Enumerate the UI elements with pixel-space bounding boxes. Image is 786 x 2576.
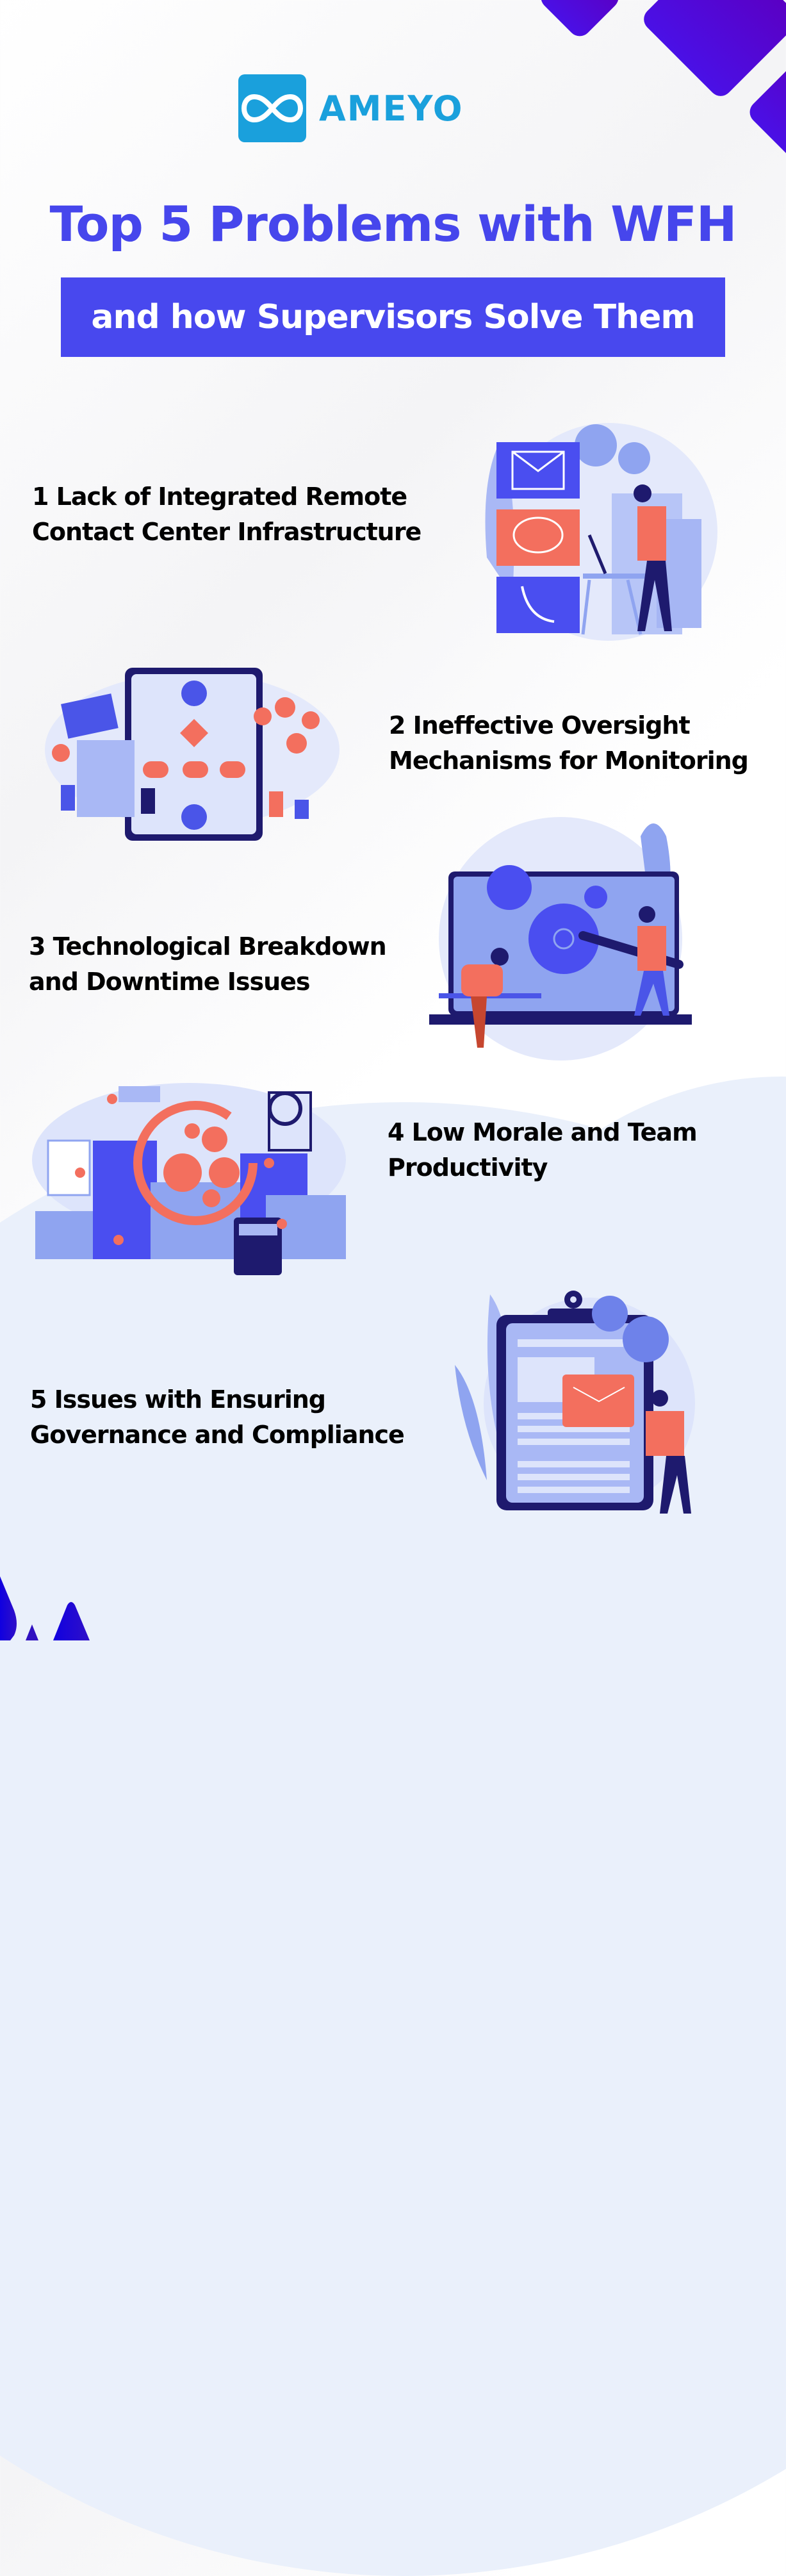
- problem-5-line2: Governance and Compliance: [30, 1421, 405, 1449]
- problem-3-line1: 3 Technological Breakdown: [29, 932, 387, 961]
- gear-repair-illustration: [429, 817, 692, 1061]
- problem-4-line1: 4 Low Morale and Team: [388, 1118, 698, 1146]
- problem-5-line1: 5 Issues with Ensuring: [30, 1385, 326, 1414]
- ameyo-logo: AMEYO: [238, 74, 464, 142]
- page-subtitle-banner: and how Supervisors Solve Them: [61, 277, 725, 357]
- problem-3: 3 Technological Breakdown and Downtime I…: [29, 929, 387, 1000]
- problem-1-line2: Contact Center Infrastructure: [32, 518, 422, 546]
- problem-3-line2: and Downtime Issues: [29, 968, 311, 996]
- problem-2: 2 Ineffective Oversight Mechanisms for M…: [389, 708, 749, 779]
- page-title: Top 5 Problems with WFH: [49, 195, 737, 252]
- flowchart-monitoring-illustration: [45, 668, 340, 841]
- problem-5: 5 Issues with Ensuring Governance and Co…: [30, 1382, 405, 1453]
- clipboard-compliance-illustration: [455, 1291, 695, 1514]
- team-productivity-cycle-illustration: [32, 1083, 346, 1275]
- problem-4-line2: Productivity: [388, 1153, 548, 1182]
- brand-name: AMEYO: [319, 88, 464, 129]
- problem-2-line1: 2 Ineffective Oversight: [389, 711, 691, 739]
- problem-4: 4 Low Morale and Team Productivity: [388, 1115, 698, 1185]
- problem-2-line2: Mechanisms for Monitoring: [389, 747, 749, 775]
- subtitle-text: and how Supervisors Solve Them: [91, 298, 695, 336]
- decor-diamond: [536, 0, 623, 41]
- problem-1: 1 Lack of Integrated Remote Contact Cent…: [32, 479, 422, 550]
- problem-1-line1: 1 Lack of Integrated Remote: [32, 483, 407, 511]
- decor-triangles: [0, 1576, 90, 1640]
- decor-diamond: [639, 0, 786, 101]
- decor-diamond: [745, 53, 786, 171]
- omnichannel-contact-illustration: [485, 423, 717, 641]
- infinity-icon: [238, 74, 306, 142]
